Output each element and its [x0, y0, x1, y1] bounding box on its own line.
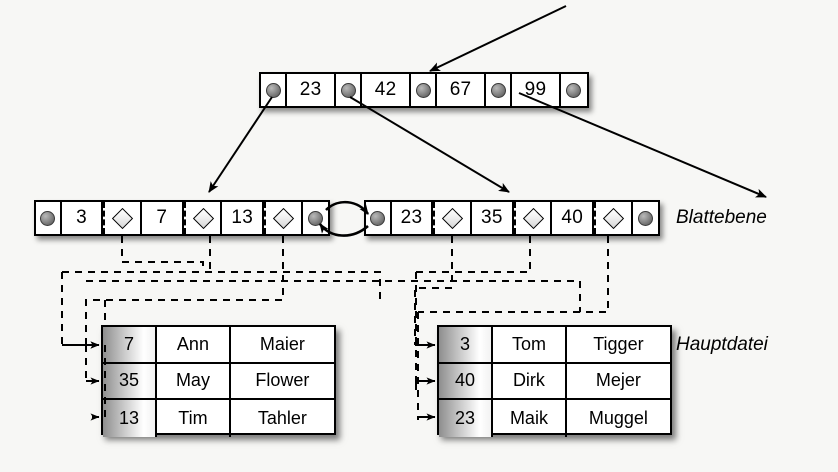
- main-file-table-right-r0-id: 3: [439, 327, 494, 362]
- leaf-node-left[interactable]: 3 7 13: [34, 200, 330, 236]
- root-node-key-67[interactable]: 67: [437, 74, 486, 106]
- arrow-root-to-leaf-right: [349, 96, 510, 193]
- main-file-table-right-r1-last-name: Mejer: [595, 370, 641, 391]
- pointer-blob-icon: [307, 210, 323, 226]
- main-file-table-right-r1-id: 40: [439, 363, 494, 399]
- root-node[interactable]: 23 42 67 99: [259, 72, 589, 108]
- leaf-node-left-diamond-2[interactable]: [103, 202, 142, 234]
- main-file-table-left-r0-id: 7: [103, 327, 158, 362]
- main-file-table-right-r2-first-name: Maik: [493, 400, 567, 437]
- pointer-blob-icon: [415, 82, 431, 98]
- root-node-pointer-4[interactable]: [411, 74, 438, 106]
- diamond-marker-icon: [112, 207, 134, 229]
- main-file-table-right-r0-first-name: Tom: [493, 327, 567, 362]
- leaf-node-left-key-3[interactable]: 3: [62, 202, 104, 234]
- main-file-table-left-r2-id: 13: [103, 400, 158, 437]
- arrow-root-to-leaf-left: [208, 96, 273, 193]
- leaf-node-right-pointer-0[interactable]: [366, 202, 392, 234]
- arrow-root-to-blattebene: [518, 92, 767, 198]
- main-file-table-right-r0-last-name: Tigger: [593, 333, 644, 354]
- leaf-node-right-key-35[interactable]: 35: [472, 202, 514, 234]
- main-file-table-right-r2-id: 23: [439, 400, 494, 437]
- leaf-node-right-key-23[interactable]: 23: [392, 202, 434, 234]
- leaf-node-right-diamond-6[interactable]: [594, 202, 633, 234]
- root-node-pointer-6[interactable]: [486, 74, 513, 106]
- leaf-node-left-key-13[interactable]: 13: [222, 202, 265, 234]
- leaf-node-right-diamond-2[interactable]: [433, 202, 472, 234]
- main-file-table-left-r0-last-name: Maier: [259, 333, 305, 354]
- pointer-blob-icon: [40, 210, 56, 226]
- pointer-blob-icon: [265, 82, 281, 98]
- leaf-node-left-pointer-0[interactable]: [36, 202, 62, 234]
- leaf-node-left-diamond-4[interactable]: [183, 202, 223, 234]
- root-node-key-42[interactable]: 42: [362, 74, 411, 106]
- diamond-marker-icon: [192, 207, 214, 229]
- main-file-table-right-r1-first-name: Dirk: [493, 363, 567, 399]
- diamond-marker-icon: [272, 207, 294, 229]
- main-file-table-left-r2-last-name: Tahler: [257, 408, 307, 429]
- label-blattebene: Blattebene: [676, 207, 767, 228]
- pointer-blob-icon: [370, 210, 386, 226]
- root-node-pointer-2[interactable]: [336, 74, 363, 106]
- root-node-key-99[interactable]: 99: [512, 74, 561, 106]
- label-hauptdatei: Hauptdatei: [676, 334, 768, 355]
- root-node-key-23[interactable]: 23: [287, 74, 336, 106]
- leaf-node-left-pointer-7[interactable]: [303, 202, 328, 234]
- main-file-table-left-r0-first-name: Ann: [157, 327, 231, 362]
- leaf-node-right[interactable]: 23 35 40: [364, 200, 660, 236]
- pointer-blob-icon: [637, 210, 653, 226]
- root-node-pointer-8[interactable]: [561, 74, 587, 106]
- main-file-table-left-r1-last-name: Flower: [255, 370, 310, 391]
- leaf-node-right-diamond-4[interactable]: [513, 202, 553, 234]
- pointer-blob-icon: [340, 82, 356, 98]
- main-file-table-left-r1-id: 35: [103, 363, 158, 399]
- leaf-node-right-pointer-7[interactable]: [633, 202, 658, 234]
- main-file-table-left-r1-first-name: May: [157, 363, 231, 399]
- arrowheads-into-right-table: [420, 341, 436, 421]
- leaf-node-left-key-7[interactable]: 7: [142, 202, 184, 234]
- root-node-pointer-0[interactable]: [261, 74, 288, 106]
- main-file-table-right-r2-last-name: Muggel: [588, 408, 648, 429]
- diamond-marker-icon: [522, 207, 544, 229]
- leaf-node-left-diamond-6[interactable]: [264, 202, 303, 234]
- main-file-table-left-r2-first-name: Tim: [157, 400, 231, 437]
- pointer-blob-icon: [490, 82, 506, 98]
- pointer-blob-icon: [566, 82, 582, 98]
- leaf-node-right-key-40[interactable]: 40: [552, 202, 595, 234]
- arrowheads-into-left-table: [62, 341, 100, 421]
- diamond-marker-icon: [442, 207, 464, 229]
- arrow-into-root: [429, 5, 567, 72]
- diamond-marker-icon: [602, 207, 624, 229]
